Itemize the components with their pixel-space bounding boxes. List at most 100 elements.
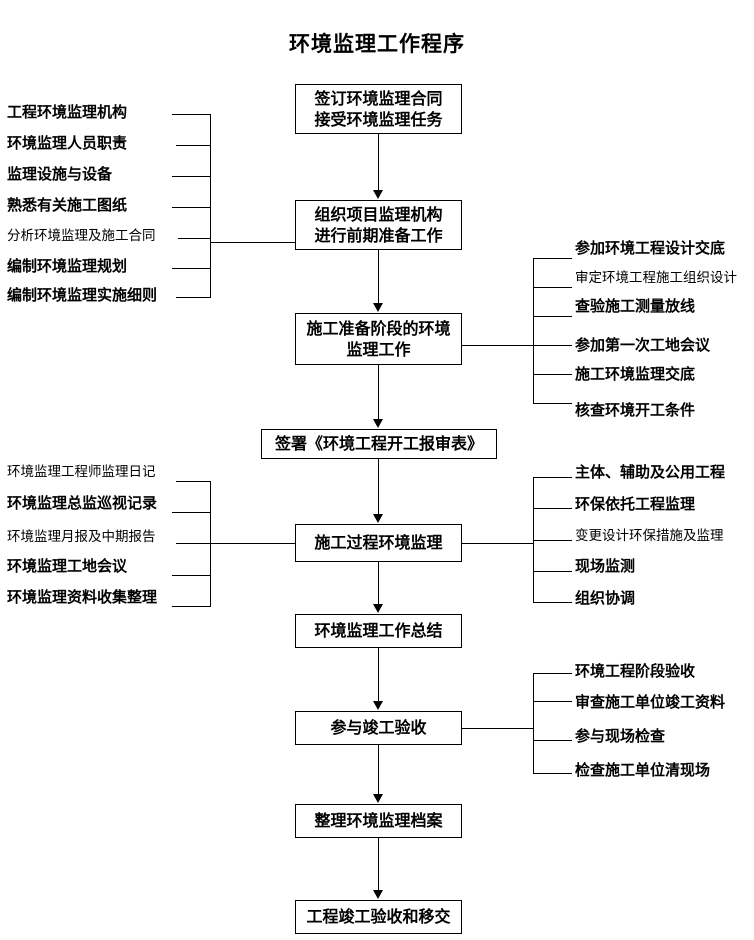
bracket-left-group-1-trunk: [210, 242, 296, 243]
right-group-2-item-3: 现场监测: [575, 557, 636, 575]
right-group-1-item-2: 查验施工测量放线: [575, 297, 696, 315]
bracket-left-group-1-stub-1: [176, 145, 211, 146]
left-group-2-item-3: 环境监理工地会议: [7, 557, 128, 575]
bracket-right-group-3-trunk: [462, 728, 534, 729]
arrowhead-org: [373, 190, 383, 199]
connector-process-to-summary: [378, 562, 379, 606]
flow-box-prep-line1: 施工准备阶段的环境: [306, 318, 451, 338]
bracket-right-group-3-spine: [533, 673, 534, 773]
right-group-3-item-3: 检查施工单位清现场: [575, 761, 711, 779]
bracket-right-group-1-stub-2: [533, 316, 572, 317]
right-group-1-item-0: 参加环境工程设计交底: [575, 239, 726, 257]
connector-contract-to-org: [378, 134, 379, 192]
right-group-3-item-2: 参与现场检查: [575, 727, 666, 745]
bracket-right-group-3-stub-2: [533, 740, 572, 741]
connector-org-to-prep: [378, 250, 379, 305]
bracket-right-group-2-stub-1: [533, 508, 572, 509]
bracket-right-group-2-stub-4: [533, 602, 572, 603]
bracket-left-group-2-stub-3: [172, 575, 211, 576]
left-group-2-item-1: 环境监理总监巡视记录: [7, 494, 158, 512]
connector-acceptance-to-archive: [378, 745, 379, 796]
page-title: 环境监理工作程序: [289, 32, 465, 56]
left-group-1-item-0: 工程环境监理机构: [7, 103, 128, 121]
bracket-left-group-1-stub-4: [178, 238, 211, 239]
flow-box-process-line1: 施工过程环境监理: [314, 533, 443, 553]
left-group-1-item-3: 熟悉有关施工图纸: [7, 196, 128, 214]
flow-box-summary[interactable]: 环境监理工作总结: [295, 614, 462, 648]
flow-box-signform-line1: 签署《环境工程开工报审表》: [274, 434, 483, 454]
flow-box-process[interactable]: 施工过程环境监理: [295, 524, 462, 562]
flow-box-acceptance-line1: 参与竣工验收: [330, 718, 427, 738]
flow-box-org-line2: 进行前期准备工作: [314, 226, 443, 245]
bracket-left-group-2-stub-4: [172, 606, 211, 607]
bracket-right-group-1-stub-5: [533, 403, 572, 404]
flow-box-archive[interactable]: 整理环境监理档案: [295, 804, 462, 838]
bracket-left-group-1-spine: [210, 114, 211, 298]
flow-box-signform[interactable]: 签署《环境工程开工报审表》: [261, 429, 497, 459]
right-group-2-item-1: 环保依托工程监理: [575, 495, 696, 513]
left-group-2-item-4: 环境监理资料收集整理: [7, 588, 158, 606]
arrowhead-signform: [373, 419, 383, 428]
flow-box-handover-line1: 工程竣工验收和移交: [306, 907, 451, 927]
bracket-right-group-2-stub-3: [533, 571, 572, 572]
bracket-right-group-1-spine: [533, 258, 534, 404]
flow-box-org[interactable]: 组织项目监理机构 进行前期准备工作: [295, 200, 462, 250]
right-group-3-item-0: 环境工程阶段验收: [575, 662, 696, 680]
bracket-right-group-1-stub-1: [533, 287, 572, 288]
bracket-left-group-2-stub-2: [176, 543, 211, 544]
bracket-right-group-3-stub-1: [533, 701, 572, 702]
right-group-1-item-5: 核查环境开工条件: [575, 401, 696, 419]
connector-signform-to-process: [378, 459, 379, 516]
flow-box-prep-line2: 监理工作: [346, 340, 411, 359]
left-group-1-item-1: 环境监理人员职责: [7, 134, 128, 152]
connector-prep-to-signform: [378, 365, 379, 421]
right-group-3-item-1: 审查施工单位竣工资料: [575, 693, 726, 711]
bracket-right-group-2-trunk: [462, 543, 534, 544]
left-group-1-item-2: 监理设施与设备: [7, 165, 113, 183]
flow-box-acceptance[interactable]: 参与竣工验收: [295, 711, 462, 745]
left-group-1-item-5: 编制环境监理规划: [7, 257, 128, 275]
arrowhead-summary: [373, 604, 383, 613]
flow-box-contract-line1: 签订环境监理合同: [314, 88, 443, 108]
flow-box-handover[interactable]: 工程竣工验收和移交: [295, 900, 462, 934]
arrowhead-acceptance: [373, 701, 383, 710]
right-group-2-item-4: 组织协调: [575, 589, 636, 607]
flow-box-contract[interactable]: 签订环境监理合同 接受环境监理任务: [295, 84, 462, 134]
flow-box-archive-line1: 整理环境监理档案: [314, 811, 443, 831]
arrowhead-process: [373, 514, 383, 523]
bracket-left-group-1-stub-3: [172, 207, 211, 208]
bracket-right-group-1-trunk: [462, 345, 534, 346]
bracket-left-group-2-trunk: [210, 543, 296, 544]
bracket-left-group-1-stub-5: [172, 268, 211, 269]
flow-box-prep[interactable]: 施工准备阶段的环境 监理工作: [295, 313, 462, 365]
flow-box-summary-line1: 环境监理工作总结: [314, 621, 443, 641]
left-group-2-item-0: 环境监理工程师监理日记: [7, 464, 156, 480]
bracket-right-group-2-stub-2: [533, 540, 572, 541]
bracket-left-group-2-stub-0: [176, 481, 211, 482]
connector-archive-to-handover: [378, 838, 379, 892]
left-group-1-item-6: 编制环境监理实施细则: [7, 286, 158, 304]
arrowhead-prep: [373, 303, 383, 312]
right-group-1-item-4: 施工环境监理交底: [575, 365, 696, 383]
flow-box-contract-line2: 接受环境监理任务: [314, 110, 443, 129]
bracket-right-group-3-stub-0: [533, 673, 572, 674]
arrowhead-handover: [373, 890, 383, 899]
right-group-1-item-1: 审定环境工程施工组织设计: [575, 270, 737, 286]
bracket-left-group-1-stub-0: [172, 114, 211, 115]
bracket-left-group-1-stub-6: [176, 297, 211, 298]
bracket-right-group-2-spine: [533, 477, 534, 602]
bracket-right-group-3-stub-3: [533, 773, 572, 774]
bracket-right-group-1-stub-4: [533, 374, 572, 375]
left-group-1-item-4: 分析环境监理及施工合同: [7, 228, 156, 244]
right-group-1-item-3: 参加第一次工地会议: [575, 336, 711, 354]
left-group-2-item-2: 环境监理月报及中期报告: [7, 529, 156, 545]
bracket-right-group-2-stub-0: [533, 477, 572, 478]
connector-summary-to-acceptance: [378, 648, 379, 703]
right-group-2-item-0: 主体、辅助及公用工程: [575, 463, 726, 481]
flow-box-org-line1: 组织项目监理机构: [314, 204, 443, 224]
bracket-right-group-1-stub-0: [533, 258, 572, 259]
bracket-left-group-1-stub-2: [172, 176, 211, 177]
arrowhead-archive: [373, 794, 383, 803]
right-group-2-item-2: 变更设计环保措施及监理: [575, 528, 724, 544]
